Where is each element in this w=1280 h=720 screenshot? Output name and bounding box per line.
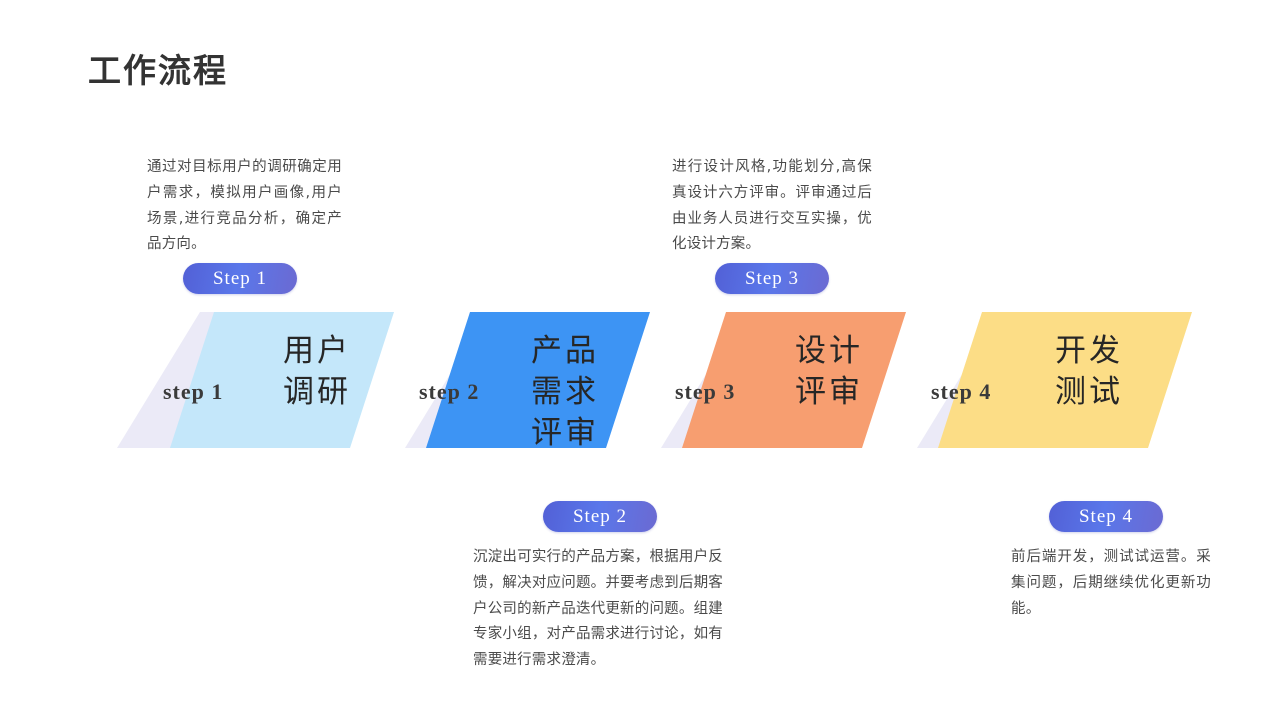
step-pill-1[interactable]: Step 1 — [183, 263, 297, 294]
description-step-1: 通过对目标用户的调研确定用户需求，模拟用户画像,用户场景,进行竞品分析，确定产品… — [147, 159, 342, 253]
step-3-color-shape — [682, 312, 906, 448]
process-flow-diagram: step 1 step 2 step 3 step 4 用户调研 产品需求评审 … — [0, 300, 1280, 480]
flow-shapes — [117, 312, 1192, 448]
step-2-color-shape — [426, 312, 650, 448]
page-title: 工作流程 — [88, 51, 228, 90]
step-pill-2[interactable]: Step 2 — [543, 501, 657, 532]
step-4-color-shape — [938, 312, 1192, 448]
description-step-2: 沉淀出可实行的产品方案，根据用户反馈，解决对应问题。并要考虑到后期客户公司的新产… — [473, 549, 723, 669]
step-pill-4[interactable]: Step 4 — [1049, 501, 1163, 532]
step-pill-3[interactable]: Step 3 — [715, 263, 829, 294]
description-step-4: 前后端开发，测试试运营。采集问题，后期继续优化更新功能。 — [1011, 549, 1211, 617]
step-1-color-shape — [170, 312, 394, 448]
description-step-3: 进行设计风格,功能划分,高保真设计六方评审。评审通过后由业务人员进行交互实操，优… — [672, 159, 872, 253]
